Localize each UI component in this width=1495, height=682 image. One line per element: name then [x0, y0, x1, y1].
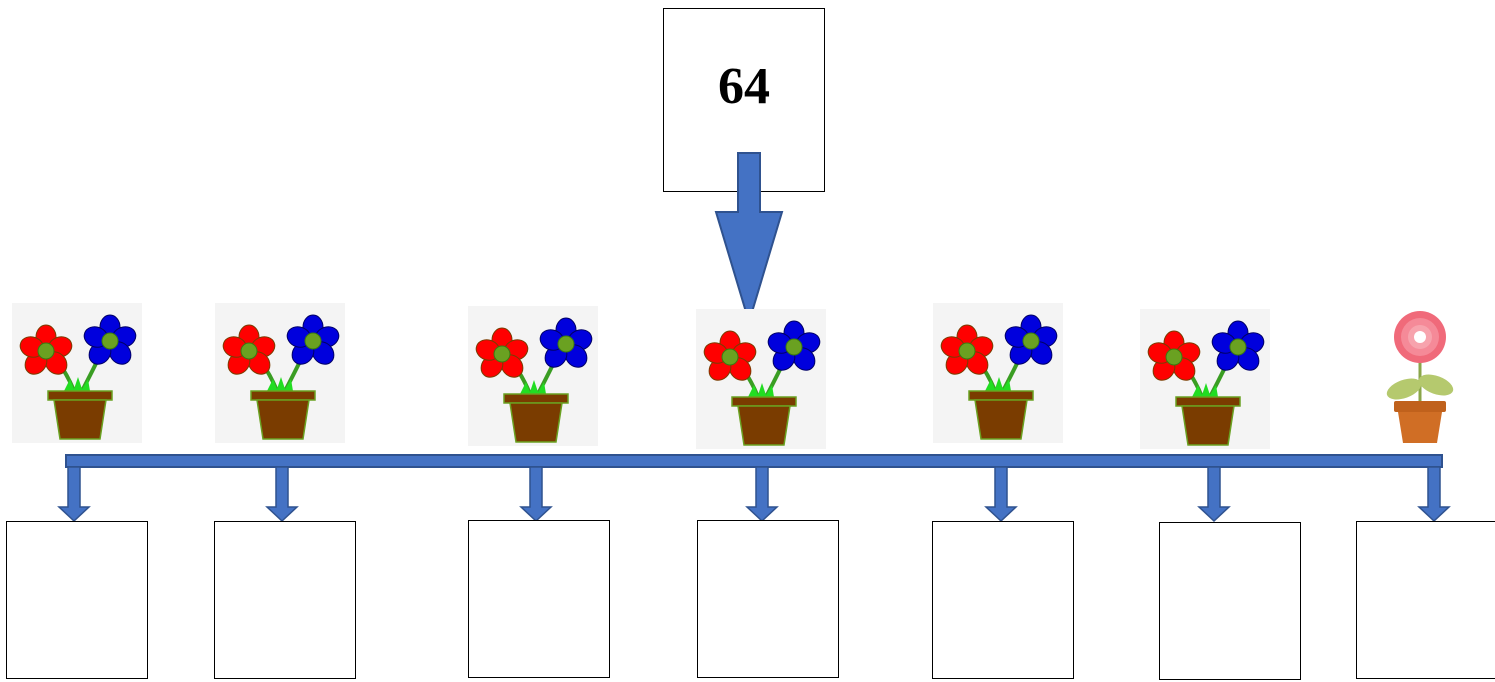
flower-pot-image	[12, 303, 142, 448]
answer-box[interactable]	[468, 520, 610, 678]
branch-down-arrow	[984, 466, 1018, 523]
main-down-arrow	[714, 152, 784, 326]
answer-box[interactable]	[697, 520, 839, 678]
pink-flower-pot-image	[1380, 305, 1460, 450]
branch-down-arrow	[57, 466, 91, 523]
horizontal-bar	[65, 454, 1443, 468]
branch-down-arrow	[745, 466, 779, 523]
flower-pot-image	[215, 303, 345, 448]
answer-box[interactable]	[1159, 522, 1301, 680]
branch-down-arrow	[1197, 466, 1231, 523]
answer-box[interactable]	[214, 521, 356, 679]
answer-box[interactable]	[6, 521, 148, 679]
answer-box[interactable]	[1356, 521, 1495, 679]
branch-down-arrow	[1417, 466, 1451, 523]
branch-down-arrow	[265, 466, 299, 523]
flower-pot-image	[933, 303, 1063, 448]
total-number: 64	[718, 58, 770, 115]
flower-pot-image	[1140, 309, 1270, 454]
branch-down-arrow	[519, 466, 553, 523]
flower-pot-image	[468, 306, 598, 451]
flower-pot-image	[696, 309, 826, 454]
answer-box[interactable]	[932, 521, 1074, 679]
